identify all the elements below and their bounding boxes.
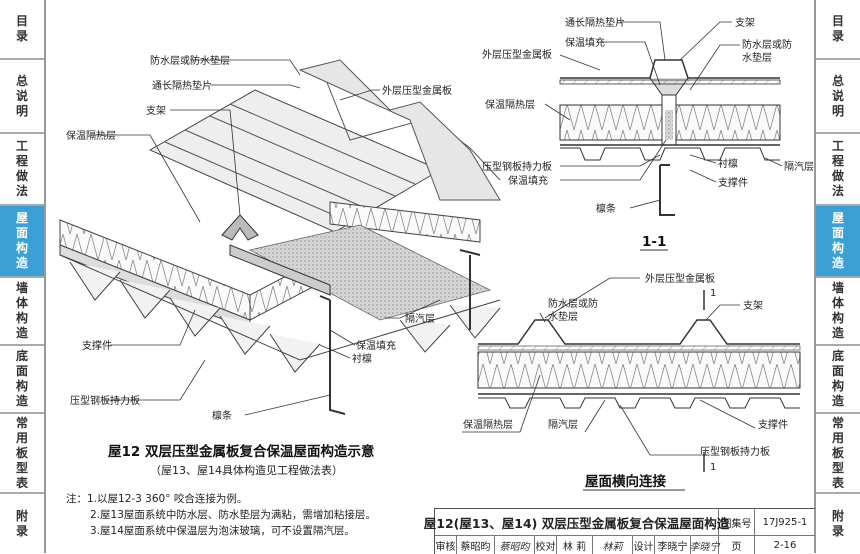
checker-name: 林 莉 xyxy=(557,536,593,554)
iso-subtitle: （屋13、屋14具体构造见工程做法表） xyxy=(150,463,343,477)
atlas-number: 17J925-1 xyxy=(762,516,808,528)
note-3: 3.屋14屋面系统中保温层为泡沫玻璃，可不设置隔汽层。 xyxy=(90,525,355,537)
label-purlin-sub: 衬檩 xyxy=(352,352,372,365)
label-bracket: 支架 xyxy=(146,105,166,117)
label-purlin: 檩条 xyxy=(212,409,232,422)
notes: 注：1.以屋12-3 360° 咬合连接为例。 2.屋13屋面系统中防水层、防水… xyxy=(66,491,376,539)
s11-label-waterproof2: 水垫层 xyxy=(742,51,772,64)
s11-label-outer-panel: 外层压型金属板 xyxy=(482,48,552,61)
reviewer-name: 蔡昭昀 xyxy=(457,536,495,554)
section-1-1: 通长隔热垫片 支架 保温填充 防水层或防 水垫层 外层压型金属板 保温隔热层 压… xyxy=(482,16,814,251)
nav-item-method[interactable]: 工程做法 xyxy=(816,134,860,206)
design-label: 设计 xyxy=(633,536,655,554)
check-label: 校对 xyxy=(535,536,557,554)
review-label: 审核 xyxy=(435,536,457,554)
nav-item-contents[interactable]: 目录 xyxy=(816,0,860,60)
right-nav: 目录 总说明 工程做法 屋面构造 墙体构造 底面构造 常用板型表 附录 xyxy=(814,0,860,553)
nav-item-bottom[interactable]: 底面构造 xyxy=(0,346,44,414)
note-2: 2.屋13屋面系统中防水层、防水垫层为满粘，需增加粘接层。 xyxy=(90,509,376,521)
designer-signature: 李晓宁 xyxy=(690,536,720,554)
s11-label-bracket: 支架 xyxy=(735,17,755,29)
s11-label-fill-top: 保温填充 xyxy=(565,36,605,49)
nav-item-general[interactable]: 总说明 xyxy=(0,60,44,134)
label-fill: 保温填充 xyxy=(356,339,396,352)
nav-label: 工程做法 xyxy=(831,139,844,198)
nav-label: 底面构造 xyxy=(831,349,844,408)
s11-label-waterproof: 防水层或防 xyxy=(742,38,792,51)
atlas-label: 图集号 xyxy=(719,509,755,535)
drawing-canvas: 防水层或防水垫层 通长隔热垫片 外层压型金属板 支架 保温隔热层 隔汽层 保温填… xyxy=(59,16,814,491)
label-waterproof: 防水层或防水垫层 xyxy=(150,54,230,67)
checker-signature: 林莉 xyxy=(593,536,633,554)
nav-label: 总说明 xyxy=(15,73,28,118)
nav-item-wall[interactable]: 墙体构造 xyxy=(816,278,860,346)
nav-label: 屋面构造 xyxy=(831,211,844,270)
page-number: 2-16 xyxy=(773,539,797,551)
nav-label: 附录 xyxy=(831,508,844,538)
tr-label-insulation: 保温隔热层 xyxy=(463,418,513,431)
s11-title: 1-1 xyxy=(642,234,666,250)
iso-title: 屋12 双层压型金属板复合保温屋面构造示意 xyxy=(108,443,375,460)
s11-label-vapor: 隔汽层 xyxy=(784,160,814,173)
label-deck: 压型钢板持力板 xyxy=(70,394,140,407)
nav-item-bottom[interactable]: 底面构造 xyxy=(816,346,860,414)
label-thermal-pad: 通长隔热垫片 xyxy=(152,79,212,92)
s11-label-purlin-sub: 衬檩 xyxy=(718,157,738,170)
tr-label-waterproof2: 水垫层 xyxy=(548,310,578,323)
left-nav: 目录 总说明 工程做法 屋面构造 墙体构造 底面构造 常用板型表 附录 xyxy=(0,0,46,553)
nav-label: 常用板型表 xyxy=(831,415,844,490)
tr-label-bracket: 支架 xyxy=(743,300,763,312)
nav-item-wall[interactable]: 墙体构造 xyxy=(0,278,44,346)
tr-mark-bottom: 1 xyxy=(710,462,716,473)
nav-label: 墙体构造 xyxy=(831,281,844,340)
tr-title: 屋面横向连接 xyxy=(585,473,666,490)
nav-item-appendix[interactable]: 附录 xyxy=(0,494,44,553)
tr-label-support: 支撑件 xyxy=(758,418,788,431)
s11-label-purlin: 檩条 xyxy=(596,202,616,215)
drawing-title: 屋12(屋13、屋14) 双层压型金属板复合保温屋面构造 xyxy=(424,509,729,535)
nav-label: 底面构造 xyxy=(15,349,28,408)
nav-item-appendix[interactable]: 附录 xyxy=(816,494,860,553)
label-insulation: 保温隔热层 xyxy=(66,129,116,142)
transverse-connection: 外层压型金属板 1 1 防水层或防 水垫层 支架 保温隔热层 隔汽层 支撑件 压… xyxy=(462,272,801,491)
tr-label-deck: 压型钢板持力板 xyxy=(700,445,770,458)
s11-label-thermal-pad: 通长隔热垫片 xyxy=(565,16,625,29)
tr-label-outer-panel: 外层压型金属板 xyxy=(645,272,715,285)
nav-item-panel-table[interactable]: 常用板型表 xyxy=(0,414,44,494)
s11-label-insulation: 保温隔热层 xyxy=(485,98,535,111)
label-vapor: 隔汽层 xyxy=(405,312,435,325)
nav-label: 屋面构造 xyxy=(15,211,28,270)
nav-item-panel-table[interactable]: 常用板型表 xyxy=(816,414,860,494)
label-support: 支撑件 xyxy=(82,339,112,352)
s11-label-support: 支撑件 xyxy=(718,176,748,189)
nav-label: 常用板型表 xyxy=(15,415,28,490)
label-outer-panel: 外层压型金属板 xyxy=(382,84,452,97)
nav-item-general[interactable]: 总说明 xyxy=(816,60,860,134)
title-block: 屋12(屋13、屋14) 双层压型金属板复合保温屋面构造 图集号 17J925-… xyxy=(424,508,815,554)
nav-item-method[interactable]: 工程做法 xyxy=(0,134,44,206)
s11-label-deck: 压型钢板持力板 xyxy=(482,160,552,173)
s11-label-fill: 保温填充 xyxy=(508,174,548,187)
nav-item-roof[interactable]: 屋面构造 xyxy=(0,206,44,278)
tr-mark-top: 1 xyxy=(710,288,716,299)
tr-label-vapor: 隔汽层 xyxy=(548,418,578,431)
isometric-view: 防水层或防水垫层 通长隔热垫片 外层压型金属板 支架 保温隔热层 隔汽层 保温填… xyxy=(59,54,501,477)
note-1: 注：1.以屋12-3 360° 咬合连接为例。 xyxy=(66,493,248,505)
nav-item-contents[interactable]: 目录 xyxy=(0,0,44,60)
nav-label: 工程做法 xyxy=(15,139,28,198)
designer-name: 李晓宁 xyxy=(655,536,691,554)
nav-label: 附录 xyxy=(15,508,28,538)
nav-label: 墙体构造 xyxy=(15,281,28,340)
tr-label-waterproof: 防水层或防 xyxy=(548,297,598,310)
nav-item-roof[interactable]: 屋面构造 xyxy=(816,206,860,278)
nav-label: 目录 xyxy=(15,14,28,43)
nav-label: 目录 xyxy=(831,14,844,43)
nav-label: 总说明 xyxy=(831,73,844,118)
reviewer-signature: 蔡昭昀 xyxy=(495,536,535,554)
page-label: 页 xyxy=(719,536,755,554)
